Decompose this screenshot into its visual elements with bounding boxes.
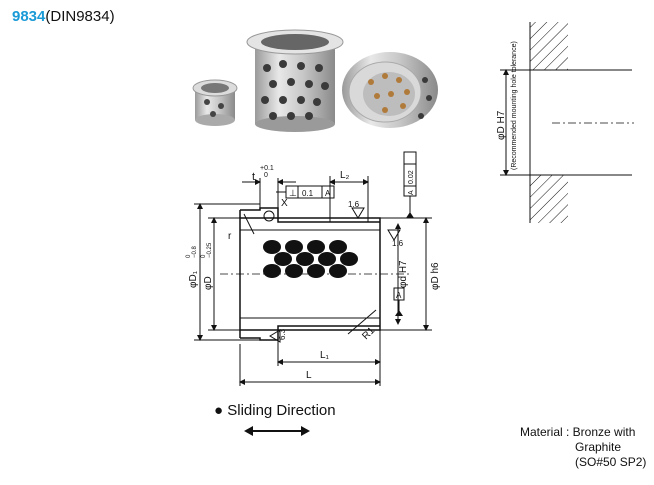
- surface-finish-3: 6.3: [278, 328, 287, 340]
- surface-finish-2: 1.6: [392, 239, 404, 248]
- material-line-1: Material : Bronze with: [520, 425, 636, 439]
- surface-finish-1: 1.6: [348, 200, 360, 209]
- l2-label: L₂: [340, 170, 350, 181]
- material-line-3: (SO#50 SP2): [575, 455, 647, 469]
- detail-x-label: X: [281, 198, 288, 209]
- l-label: L: [306, 370, 312, 381]
- perp-value: 0.1: [302, 189, 314, 198]
- standard-code: (DIN9834): [45, 8, 115, 25]
- concentricity-value: 0.02: [408, 170, 415, 184]
- d-small-tol-upper: 0: [201, 254, 207, 258]
- r1-label: R1: [360, 325, 377, 342]
- perp-datum: A: [325, 189, 331, 198]
- concentricity-datum: A: [408, 190, 415, 195]
- d1-tol-upper: 0: [186, 254, 192, 258]
- sliding-direction-arrow: [244, 426, 310, 436]
- material-line-2: Graphite: [575, 440, 622, 454]
- d-small-tol-lower: −0.25: [207, 242, 213, 258]
- mount-note-label: (Recommended mounting hole tolerance): [511, 41, 518, 170]
- l1-label: L₁: [320, 350, 330, 361]
- bushing-photo: [192, 29, 438, 132]
- r-label: r: [228, 231, 232, 242]
- mounting-hole-drawing: φD H7 (Recommended mounting hole toleran…: [496, 22, 634, 223]
- product-code: 9834: [12, 8, 46, 25]
- outer-dh6-label: φD h6: [430, 262, 441, 290]
- t-tol-upper: +0.1: [260, 165, 274, 172]
- page-title: 9834(DIN9834): [12, 8, 115, 25]
- datum-a-label: A: [396, 291, 402, 300]
- material-note: Material : Bronze with Graphite (SO#50 S…: [520, 425, 646, 470]
- bore-dh7-label: φd H7: [398, 260, 409, 288]
- sliding-direction-label: ● Sliding Direction: [214, 402, 336, 419]
- t-label: t: [252, 171, 255, 183]
- perp-symbol: ⊥: [289, 188, 297, 198]
- d1-tol-lower: −0.8: [192, 245, 198, 258]
- cross-section-drawing: t +0.1 0 ⊥ 0.1 A X L₂ 1.6 1.6 r R1 φD₁ 0…: [186, 151, 441, 386]
- d-small-label: φD: [203, 276, 214, 290]
- mount-dh7-label: φD H7: [496, 110, 507, 140]
- d1-label: φD₁: [188, 270, 199, 288]
- t-tol-lower: 0: [264, 172, 268, 179]
